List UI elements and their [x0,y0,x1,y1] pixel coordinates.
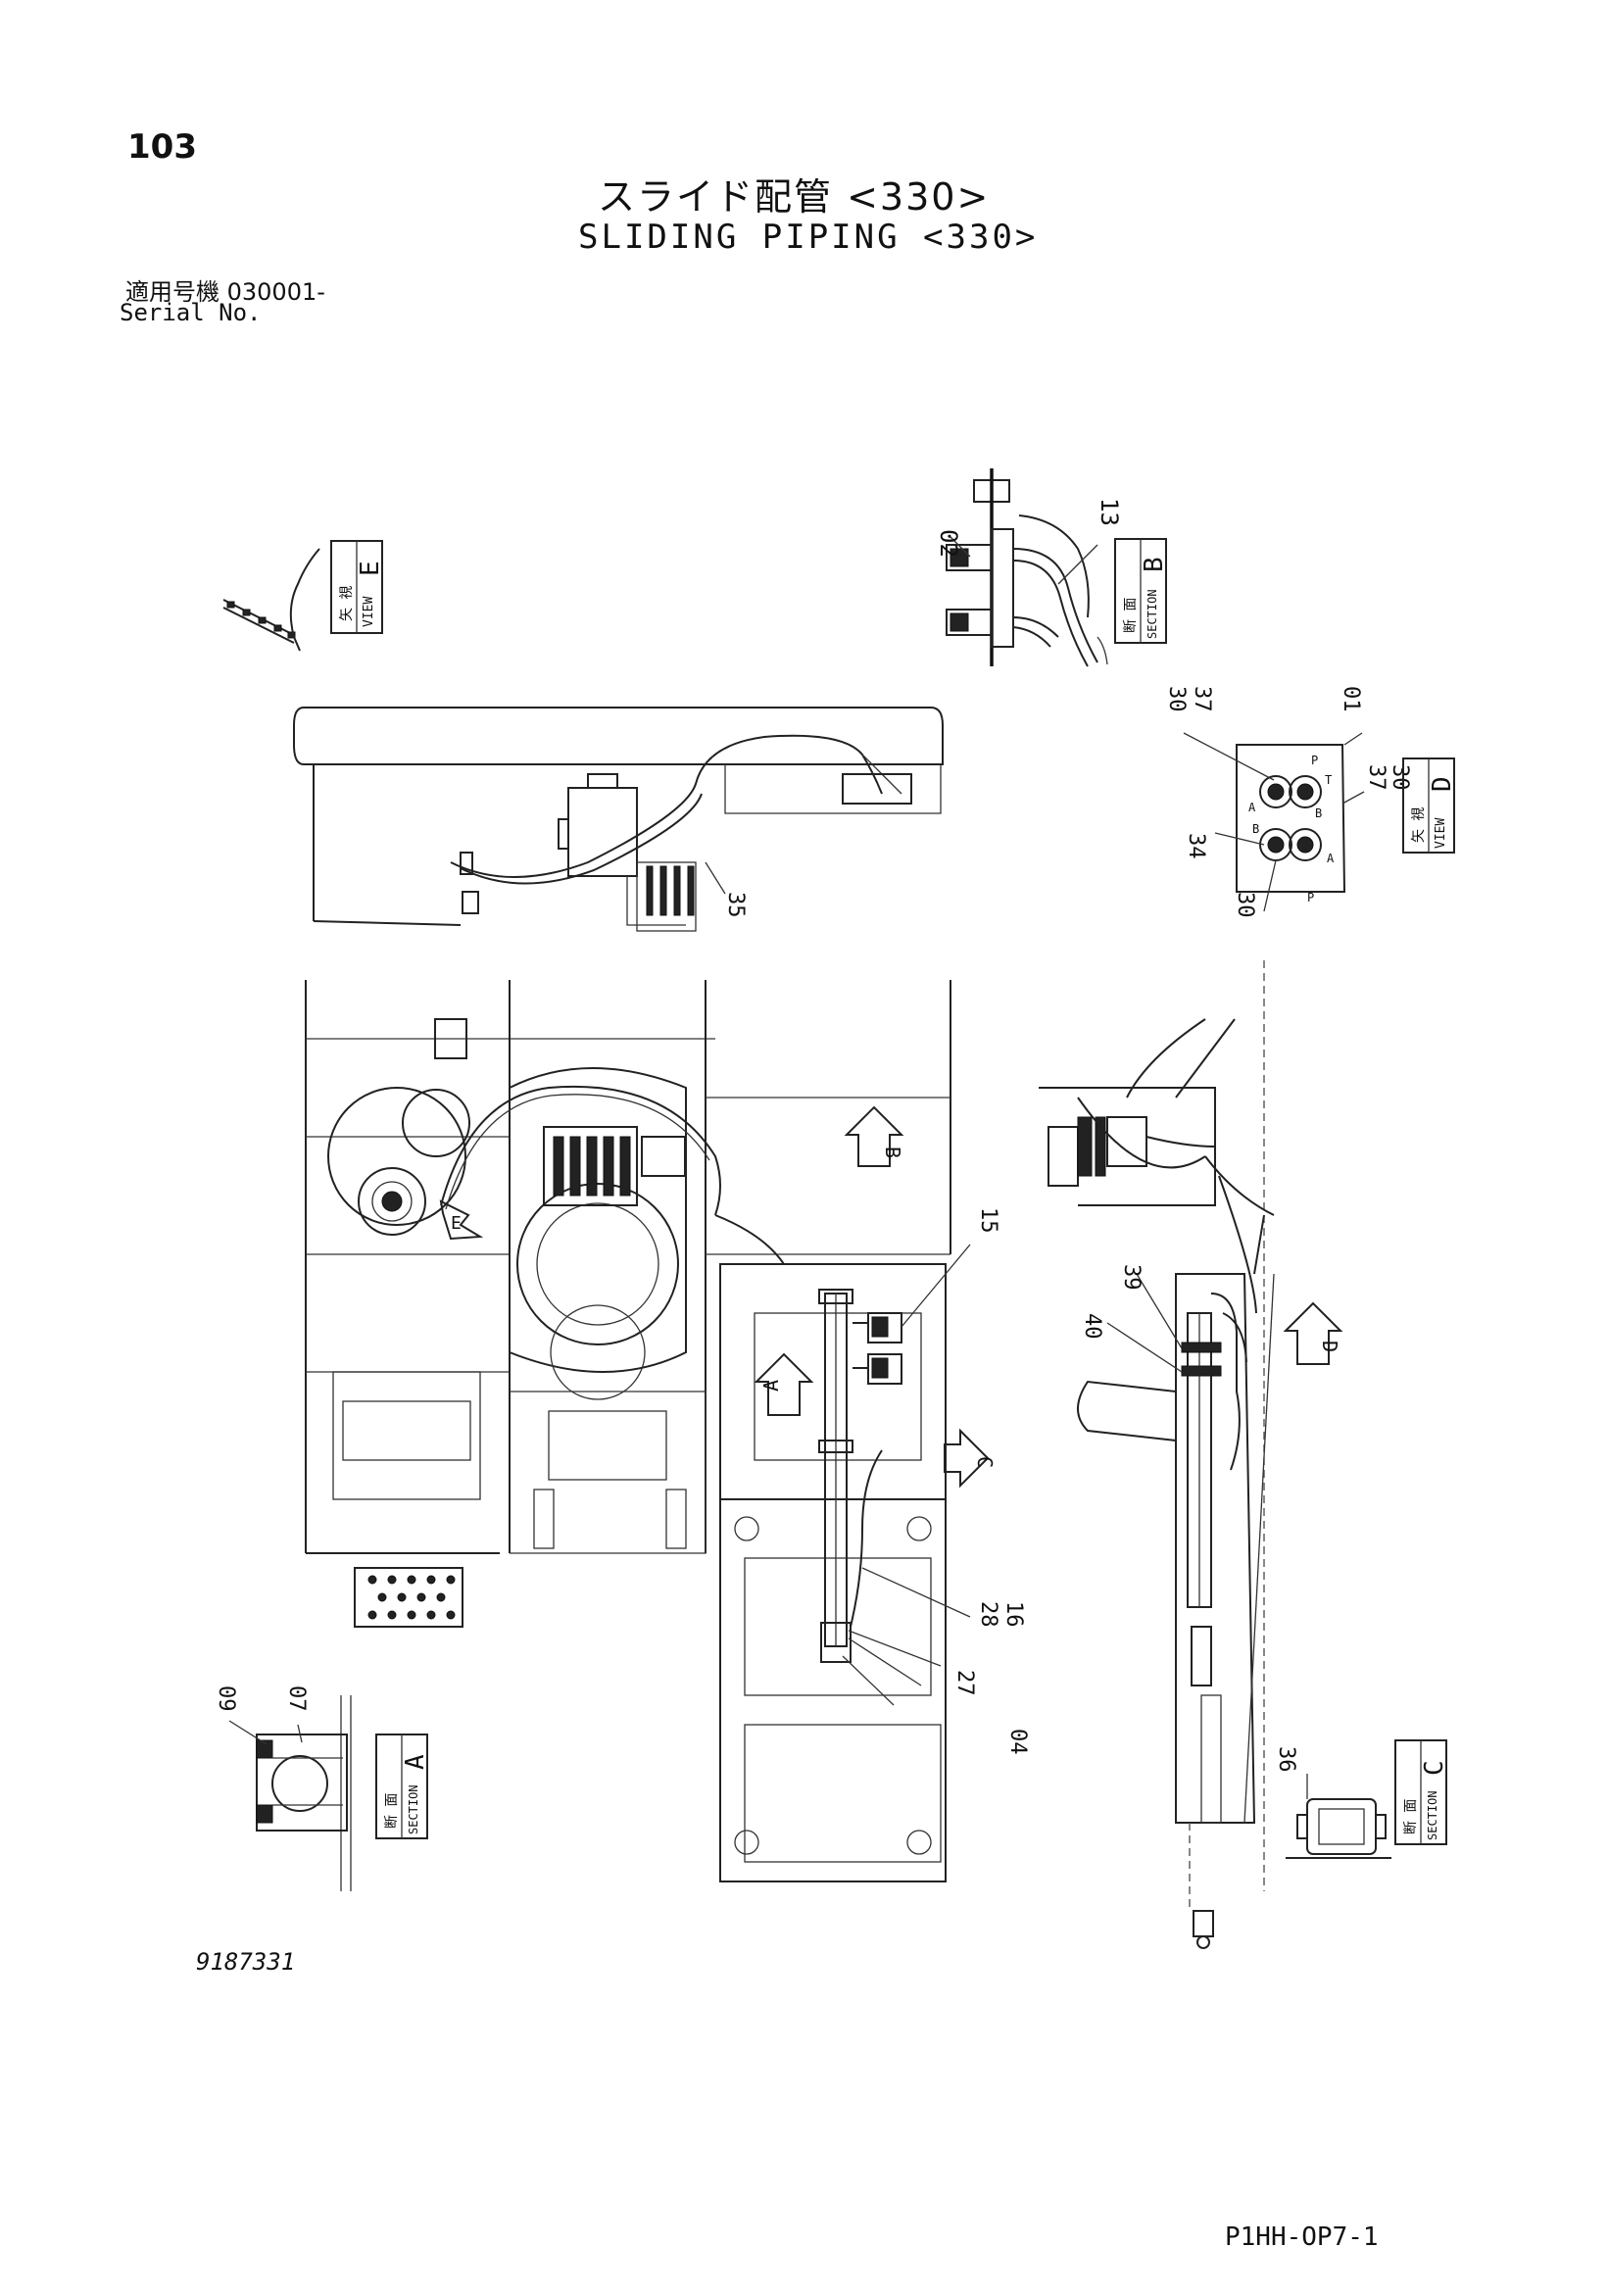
section-b-detail: 02 13 [935,468,1123,667]
callout-37b: 37 [1364,764,1389,791]
section-b-label: 断 面 SECTION B [1114,538,1169,644]
callout-16: 16 [1001,1601,1026,1628]
top-side-view: 35 [293,707,944,932]
callout-30b: 30 [1388,764,1412,791]
callout-30c: 30 [1233,892,1257,918]
serial-label-japanese: 適用号機 030001- [125,278,325,306]
view-e-detail [222,548,320,652]
arrow-d-letter: D [1318,1341,1341,1352]
port-p2: P [1307,891,1314,904]
port-a2: A [1327,852,1335,865]
callout-27: 27 [952,1670,977,1696]
page-number: 103 [127,127,197,167]
arrow-e: E [439,1199,484,1241]
view-e-label: 矢 視 VIEW E [330,540,385,634]
section-a-detail: 09 07 [214,1685,352,1891]
callout-36: 36 [1274,1746,1298,1773]
callout-34: 34 [1184,833,1208,859]
view-d-label-en: VIEW [1434,818,1448,849]
section-a-label-jp: 断 面 [384,1793,400,1829]
arrow-b: B [844,1105,904,1167]
section-c-label: 断 面 SECTION C [1394,1739,1449,1845]
view-d-label: 矢 視 VIEW D [1402,757,1457,854]
arrow-a-letter: A [759,1380,783,1392]
sheet-code: P1HH-OP7-1 [1225,2223,1379,2252]
port-t1: T [1325,773,1332,787]
section-b-label-en: SECTION [1145,589,1159,639]
section-a-label: 断 面 SECTION A [375,1734,430,1839]
view-d-letter: D [1428,776,1457,792]
callout-35: 35 [723,892,748,918]
drawing-number: 9187331 [196,1948,296,1976]
callout-15: 15 [976,1207,1000,1234]
arrow-d: D [1283,1301,1343,1365]
view-e-label-en: VIEW [362,597,376,627]
callout-40: 40 [1080,1313,1104,1340]
section-a-label-en: SECTION [407,1784,420,1834]
arrow-c-letter: C [973,1456,997,1468]
callout-30a: 30 [1164,686,1189,712]
callout-37a: 37 [1190,686,1214,712]
port-p1: P [1311,754,1318,767]
callout-09: 09 [214,1685,238,1712]
port-b1: B [1252,822,1259,836]
view-d-detail: A B P T B A P 30 37 01 37 30 34 30 [1164,686,1412,918]
section-b-label-jp: 断 面 [1123,598,1139,633]
section-c-label-en: SECTION [1426,1790,1439,1840]
section-a-letter: A [401,1754,430,1770]
title-english: SLIDING PIPING <330> [578,218,1039,257]
serial-label-english: Serial No. [120,299,262,326]
callout-02: 02 [935,529,962,558]
section-b-letter: B [1140,557,1169,572]
callout-13: 13 [1096,498,1123,526]
section-c-detail: 36 [1274,1746,1391,1859]
port-b2: B [1315,806,1322,820]
right-side-view: 39 40 D [1039,960,1343,1949]
section-c-label-jp: 断 面 [1403,1799,1419,1834]
arrow-a: A [754,1352,814,1416]
view-e-letter: E [356,561,385,576]
arrow-e-letter: E [451,1213,462,1234]
section-c-letter: C [1420,1760,1449,1776]
port-a1: A [1248,801,1256,814]
callout-28: 28 [976,1601,1000,1628]
callout-39: 39 [1119,1264,1144,1291]
view-d-label-jp: 矢 視 [1411,807,1427,843]
callout-01: 01 [1339,686,1363,712]
callout-04: 04 [1005,1729,1030,1755]
main-plan-view: 15 16 28 27 04 E B A C [305,980,1030,1882]
view-e-label-jp: 矢 視 [339,586,355,621]
arrow-c: C [944,1428,997,1489]
arrow-b-letter: B [881,1147,904,1158]
callout-07: 07 [284,1685,309,1712]
title-japanese: スライド配管 <330> [598,175,991,219]
